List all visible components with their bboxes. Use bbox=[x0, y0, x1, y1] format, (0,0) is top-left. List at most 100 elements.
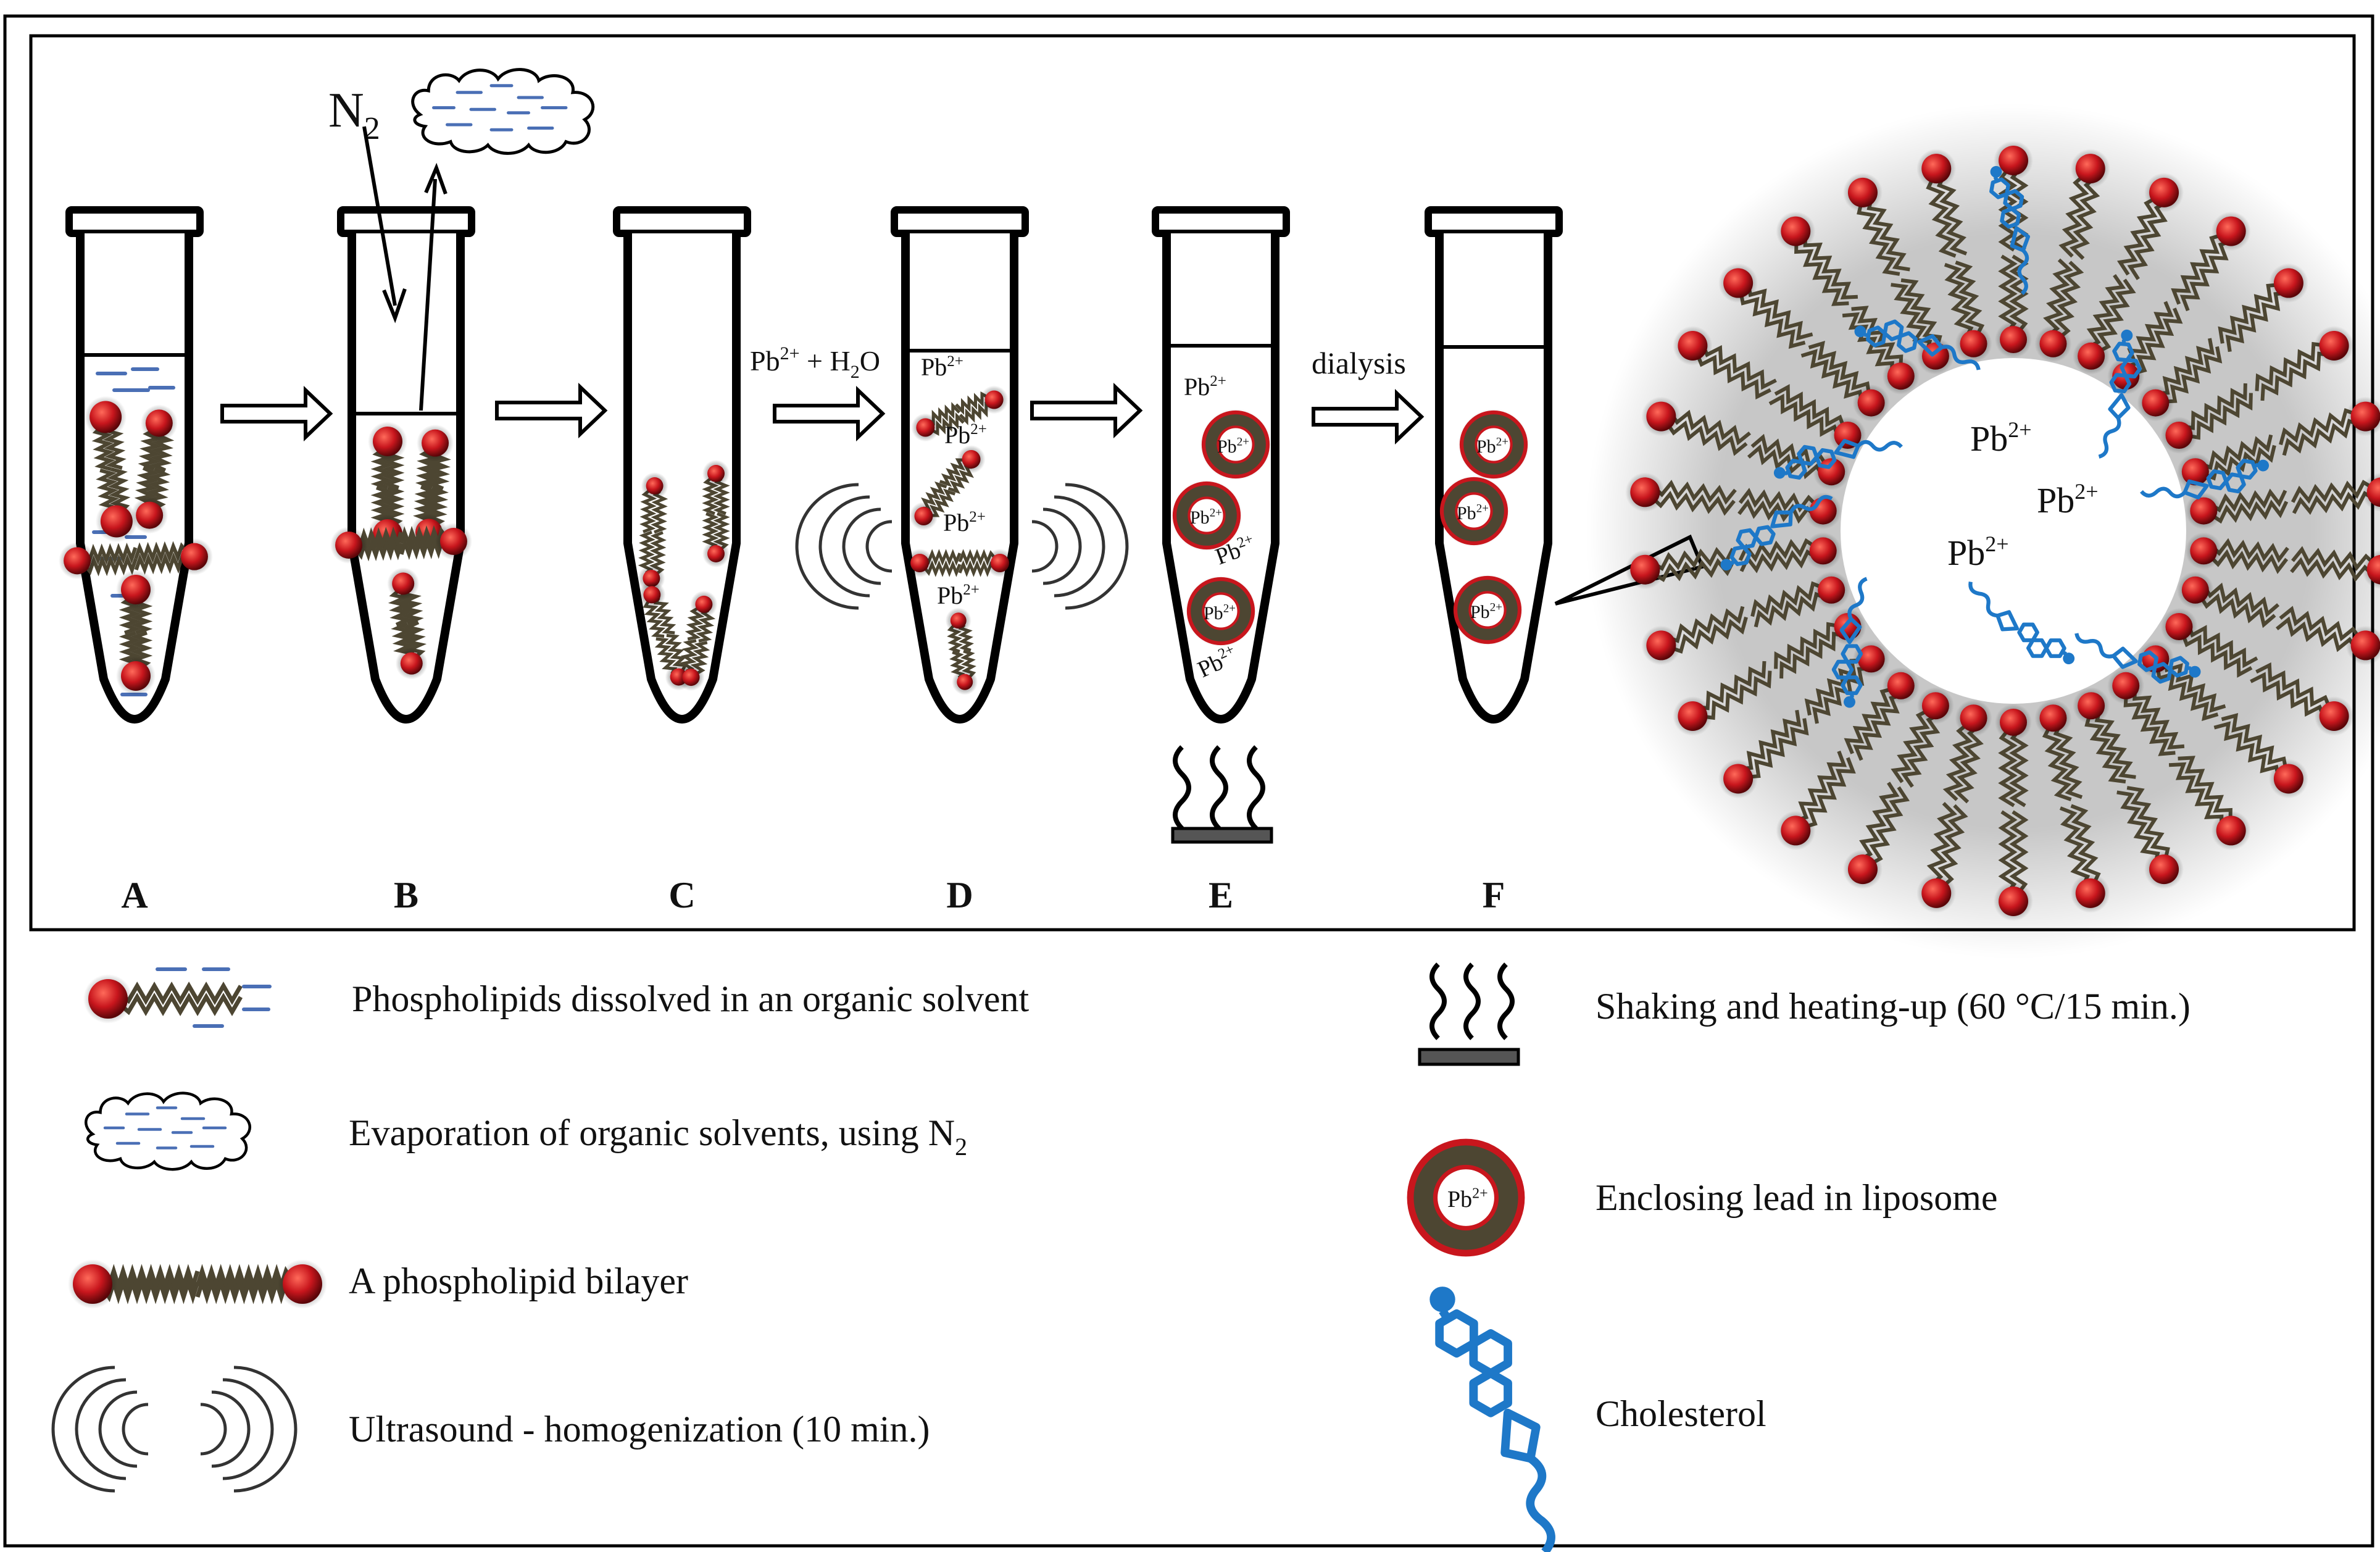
process-arrow bbox=[495, 383, 608, 438]
lipid-tail bbox=[1954, 725, 1984, 804]
lipid-head bbox=[2075, 154, 2105, 184]
lipid-head bbox=[2149, 854, 2179, 885]
lipid-tail bbox=[2210, 549, 2289, 574]
lipid-head bbox=[1678, 701, 1708, 731]
legend-liposome bbox=[1407, 1138, 1525, 1257]
phospholipid-bilayer bbox=[911, 385, 1009, 442]
phospholipid-bilayer bbox=[116, 570, 156, 696]
lipid-tail bbox=[1701, 344, 1777, 390]
lipid-tail bbox=[2127, 201, 2168, 280]
wave-arc bbox=[818, 495, 870, 598]
ion-charge: 2+ bbox=[1210, 373, 1226, 390]
n2-in-arrow bbox=[362, 126, 397, 306]
evaporation-cloud-icon bbox=[85, 1091, 251, 1171]
phospholipid bbox=[939, 445, 986, 494]
ion-symbol: Pb bbox=[1457, 503, 1476, 524]
membrane-cholesterol-3 bbox=[1773, 438, 1903, 480]
lipid-tail bbox=[2213, 721, 2281, 778]
sterol-ring bbox=[1995, 610, 2020, 632]
sterol-oh bbox=[1720, 559, 1733, 571]
wave-arc bbox=[211, 1390, 251, 1468]
ion-charge: 2+ bbox=[970, 421, 987, 438]
sterol-ring bbox=[1435, 1309, 1478, 1358]
outer-leaflet-lipid bbox=[2168, 756, 2251, 851]
wave-arc bbox=[865, 520, 892, 573]
outer-leaflet-lipid bbox=[1625, 472, 1737, 516]
lipid-head bbox=[682, 669, 700, 686]
lipid-head bbox=[392, 572, 415, 595]
lipid-tail bbox=[1774, 622, 1839, 669]
liposome-lumen bbox=[1841, 358, 2186, 704]
lipid-tail bbox=[1741, 709, 1802, 771]
sterol-ring bbox=[1815, 448, 1837, 469]
lipid-tail bbox=[2168, 762, 2224, 827]
tube-cap bbox=[65, 206, 204, 237]
phospholipid bbox=[138, 404, 178, 472]
lipid-tail bbox=[1794, 241, 1849, 306]
legend-label: Ultrasound - homogenization (10 min.) bbox=[349, 1409, 930, 1450]
bilayer-icon bbox=[68, 1259, 327, 1309]
lipid-head bbox=[1630, 477, 1660, 507]
water-subscript: 2 bbox=[851, 362, 860, 382]
inner-leaflet-lipid bbox=[2137, 338, 2223, 422]
outer-leaflet-lipid bbox=[1718, 709, 1809, 799]
ion-symbol: Pb bbox=[1970, 419, 2008, 459]
phospholipid bbox=[387, 567, 424, 627]
liposome-core bbox=[1475, 425, 1513, 464]
lipid-tail bbox=[2116, 196, 2158, 276]
lipid-head bbox=[1887, 362, 1915, 390]
lipid-head bbox=[2216, 216, 2246, 246]
lipid-tail bbox=[2094, 710, 2136, 779]
dialysis-label: dialysis bbox=[1312, 346, 1406, 380]
phospholipid-bilayer bbox=[905, 549, 1014, 577]
lipid-tail bbox=[1859, 782, 1900, 861]
lipid-head bbox=[695, 595, 713, 613]
lipid-tail bbox=[134, 552, 188, 575]
ion-symbol: Pb bbox=[750, 345, 780, 377]
sterol-ring bbox=[2108, 393, 2131, 420]
sterol-oh-bond bbox=[1864, 333, 1870, 338]
lipid-tail bbox=[2218, 283, 2279, 344]
lipid-head bbox=[1921, 692, 1949, 720]
sterol-tail bbox=[2017, 249, 2029, 295]
lipid-tail bbox=[2126, 786, 2170, 860]
lipid-tail bbox=[2059, 806, 2091, 887]
ion-symbol: Pb bbox=[937, 582, 963, 609]
ion-charge: 2+ bbox=[969, 509, 986, 525]
lipid-tail bbox=[1670, 616, 1748, 654]
outer-leaflet-lipid bbox=[2218, 263, 2308, 353]
legend-label: Phospholipids dissolved in an organic so… bbox=[352, 978, 1030, 1019]
outer-leaflet-lipid bbox=[1842, 172, 1910, 276]
lipid-tail bbox=[2291, 546, 2375, 571]
lipid-tail bbox=[118, 982, 243, 1005]
heater-plate bbox=[1418, 1048, 1520, 1066]
process-arrow bbox=[1312, 389, 1425, 444]
ion-charge: 2+ bbox=[1985, 532, 2008, 556]
tube-B bbox=[337, 206, 475, 724]
lipid-head bbox=[2366, 554, 2380, 585]
lipid-tail bbox=[1942, 723, 1973, 801]
lipid-tail bbox=[1998, 168, 2018, 252]
legend-lipid bbox=[83, 974, 243, 1024]
sterol-ring bbox=[2109, 373, 2132, 394]
sterol-oh bbox=[1844, 696, 1855, 708]
outer-leaflet-lipid bbox=[1641, 606, 1748, 665]
sterol-ring bbox=[2206, 469, 2228, 491]
inner-leaflet-lipid bbox=[2160, 383, 2253, 454]
pb-ion-label: Pb2+ bbox=[1947, 532, 2009, 573]
lipid-tail bbox=[1739, 549, 1817, 574]
ion-charge: 2+ bbox=[2074, 479, 2098, 504]
lipid-head bbox=[1818, 576, 1845, 604]
lipid-tail bbox=[2009, 810, 2029, 894]
step-label-A: A bbox=[121, 875, 148, 916]
lipid-head bbox=[1781, 816, 1811, 846]
lipid-tail bbox=[2187, 625, 2258, 669]
outer-leaflet-lipid bbox=[1673, 326, 1777, 400]
lipid-head bbox=[2350, 401, 2380, 432]
wave-arc bbox=[1054, 495, 1105, 598]
ion-charge: 2+ bbox=[1210, 507, 1222, 520]
phospholipid-bilayer bbox=[131, 404, 178, 534]
sterol-ring bbox=[1500, 1408, 1541, 1463]
inner-leaflet-lipid bbox=[1737, 488, 1842, 530]
legend-label: Cholesterol bbox=[1596, 1393, 1766, 1434]
